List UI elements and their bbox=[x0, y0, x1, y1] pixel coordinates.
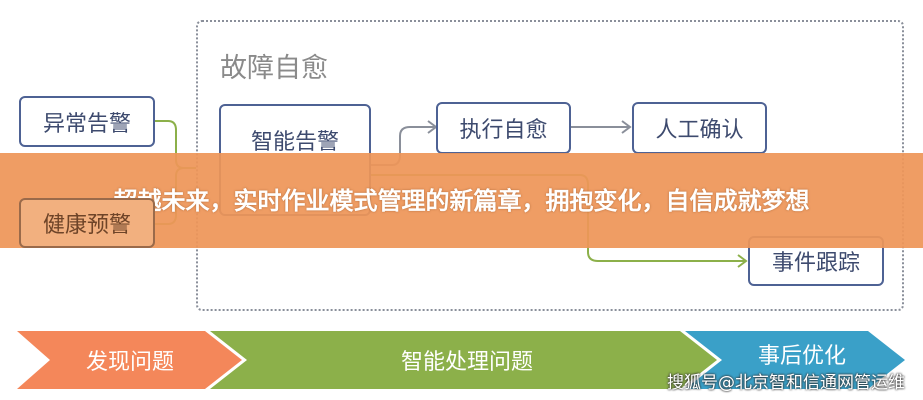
stage-arrow-handle bbox=[210, 331, 717, 389]
node-manual-confirm: 人工确认 bbox=[632, 102, 767, 154]
stage-arrow-discover bbox=[17, 331, 242, 389]
stage-optimize-label: 事后优化 bbox=[757, 344, 846, 369]
arrowhead bbox=[621, 120, 632, 134]
arrowhead bbox=[737, 254, 748, 268]
node-auto-heal: 执行自愈 bbox=[436, 102, 571, 154]
node-health-warning: 健康预警 bbox=[19, 198, 155, 248]
group-title: 故障自愈 bbox=[220, 53, 328, 84]
watermark: 搜狐号@北京智和信通网管运维 bbox=[667, 373, 905, 393]
node-abnormal-alert: 异常告警 bbox=[19, 96, 155, 147]
stage-arrow-optimize bbox=[685, 331, 905, 389]
stage-handle-label: 智能处理问题 bbox=[400, 350, 533, 375]
stage-discover-label: 发现问题 bbox=[85, 350, 174, 375]
headline: 超越未来，实时作业模式管理的新篇章，拥抱变化，自信成就梦想 bbox=[113, 186, 810, 215]
